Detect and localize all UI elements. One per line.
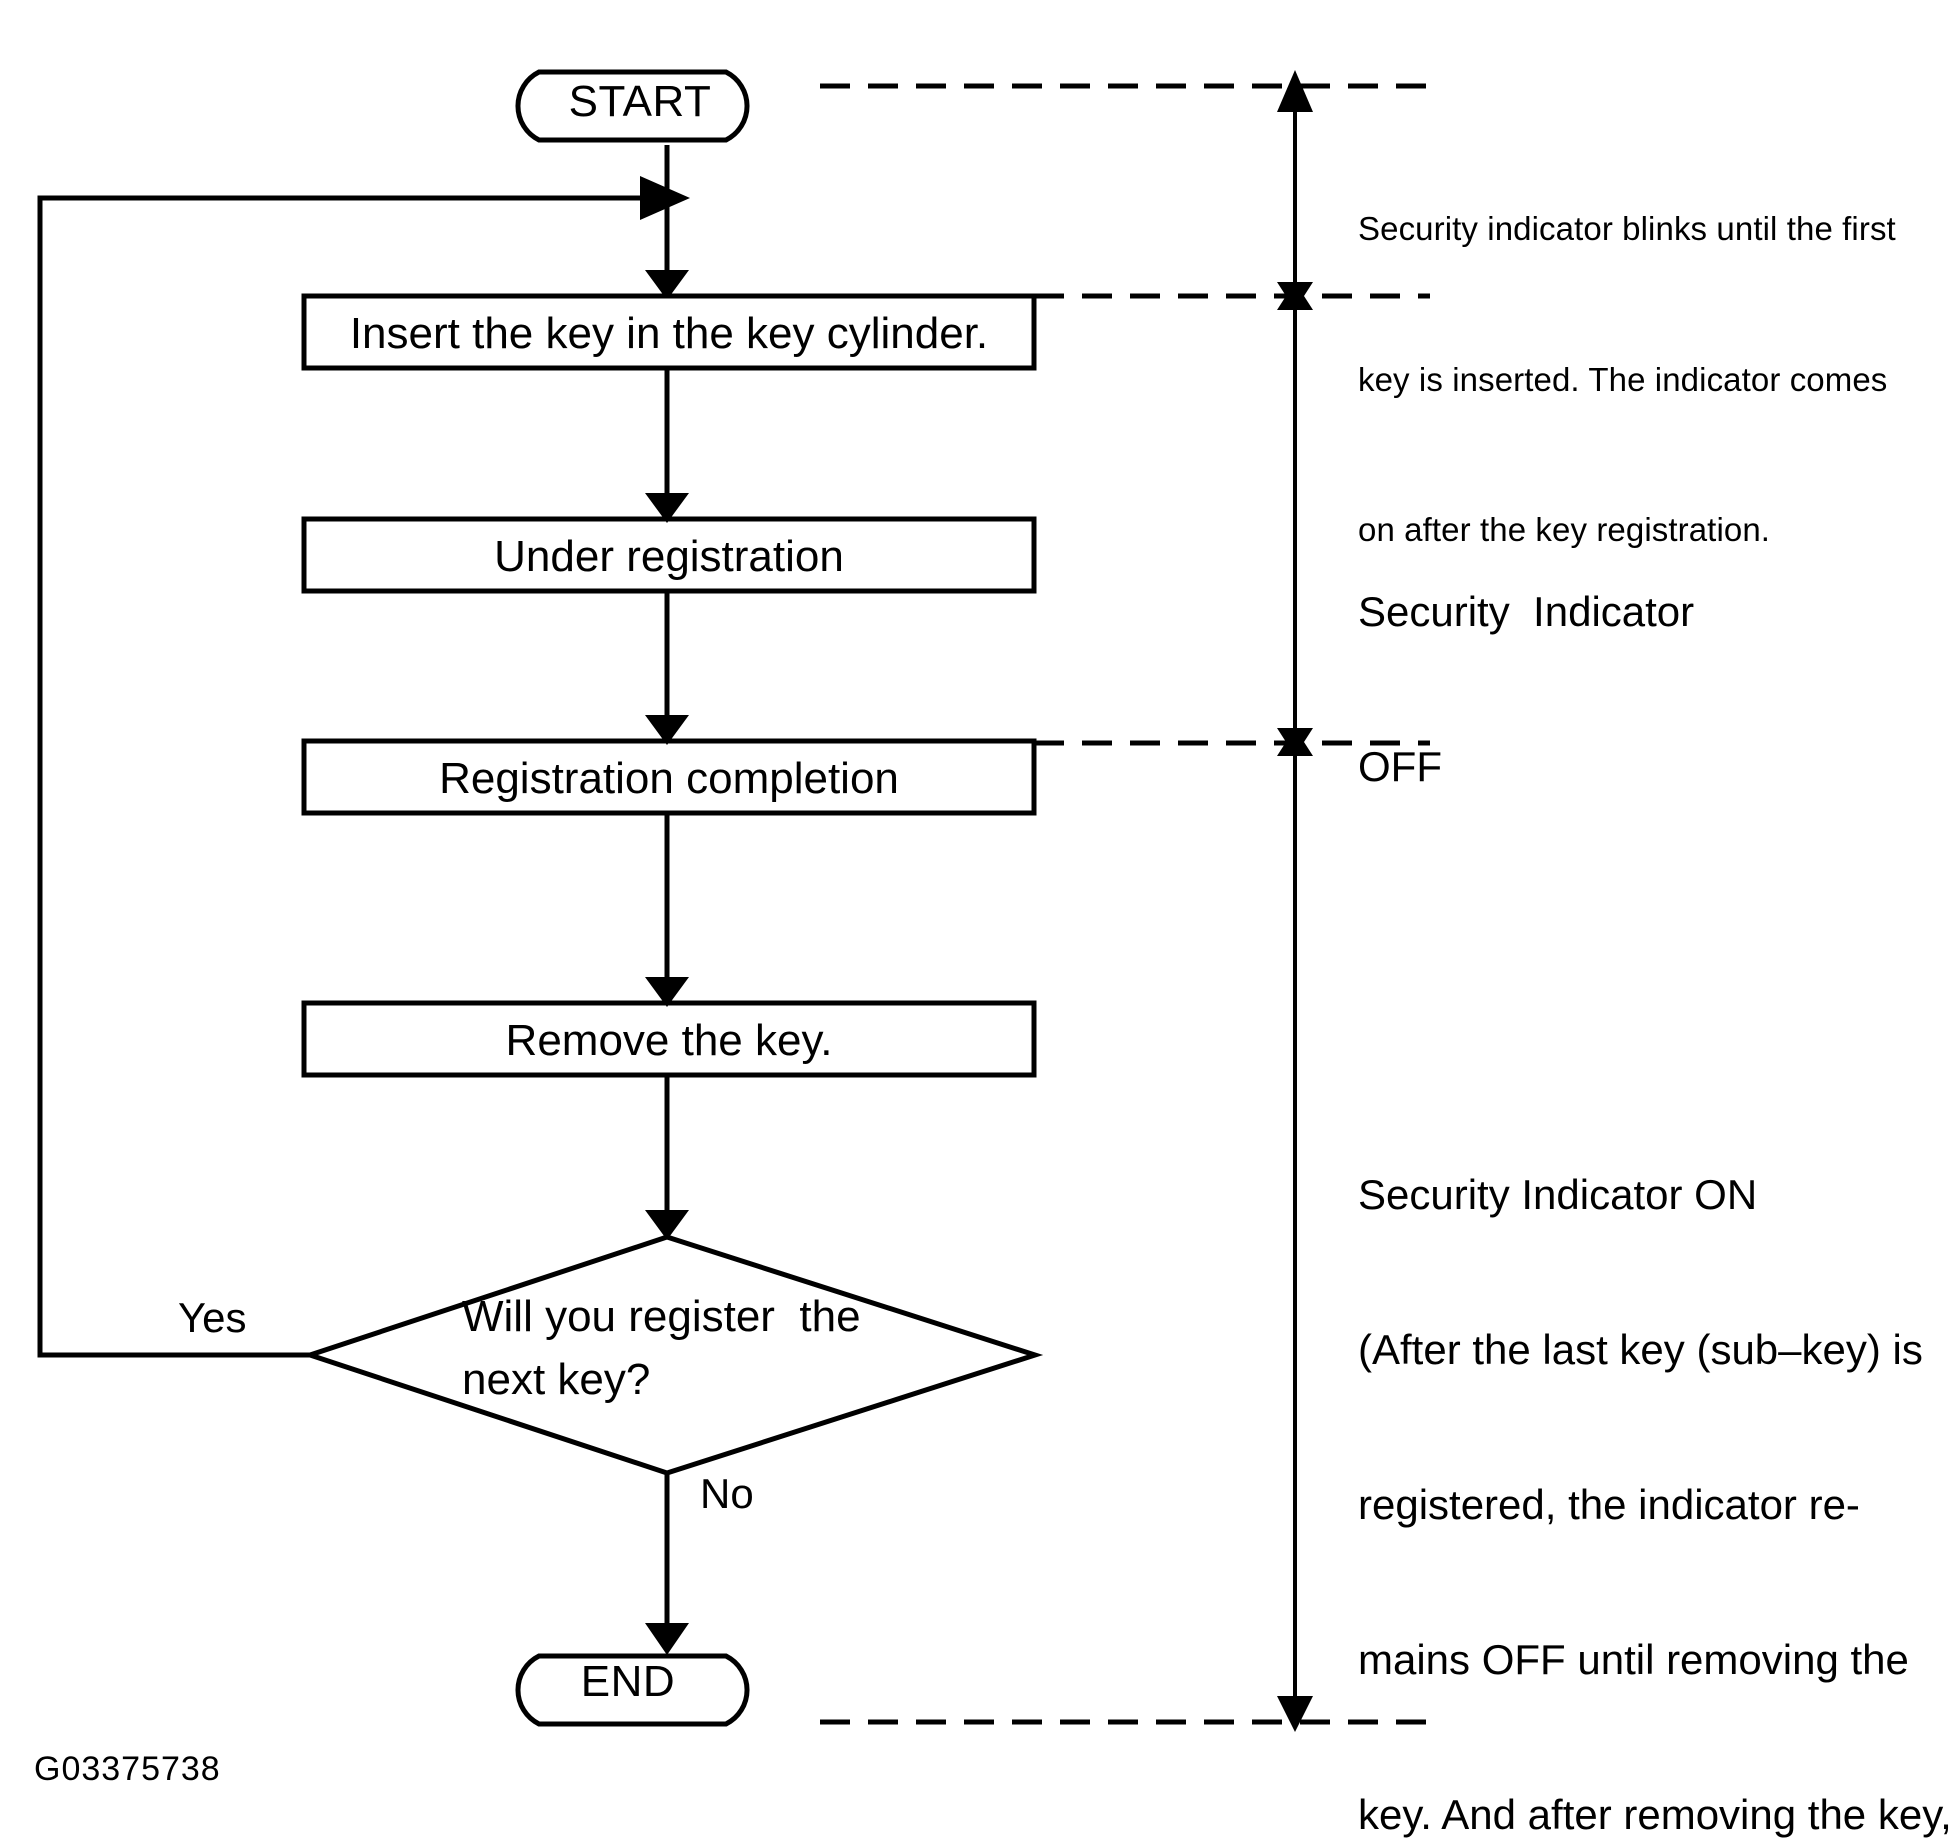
branch-label-no: No xyxy=(700,1470,754,1517)
node-complete-shape xyxy=(301,738,1037,816)
node-decision-shape xyxy=(302,1234,1044,1476)
node-end-label: END xyxy=(580,1657,676,1706)
node-under-label: Under registration xyxy=(494,532,844,581)
annotation-blink-note-line2: key is inserted. The indicator comes xyxy=(1358,360,1888,398)
node-start-shape xyxy=(515,69,750,143)
node-decision-label-line2: next key? xyxy=(462,1355,651,1404)
node-remove-label: Remove the key. xyxy=(505,1016,833,1065)
annotation-indicator-on: Security Indicator ON (After the last ke… xyxy=(1358,1066,1952,1843)
annotation-indicator-off-line1: Security Indicator xyxy=(1358,588,1695,636)
edge-complete-to-remove xyxy=(645,813,689,1007)
edge-start-to-insert xyxy=(645,145,689,300)
node-insert-shape xyxy=(301,293,1037,371)
annotation-indicator-off-line2: OFF xyxy=(1358,743,1442,791)
node-complete-label: Registration completion xyxy=(439,754,899,803)
annotation-blink-note-line1: Security indicator blinks until the firs… xyxy=(1358,210,1896,248)
annotation-indicator-off: Security Indicator OFF xyxy=(1358,483,1918,896)
edge-no-to-end xyxy=(645,1473,689,1655)
node-under-shape xyxy=(301,516,1037,594)
annotation-blink-note-line3: on after the key registration. xyxy=(1358,511,1771,549)
node-end-shape xyxy=(515,1653,750,1727)
reference-code: G03375738 xyxy=(34,1750,221,1788)
dimension-arrow-indicator-on xyxy=(1277,750,1313,1732)
annotation-indicator-on-line1: Security Indicator ON xyxy=(1358,1171,1758,1219)
edge-insert-to-under xyxy=(645,368,689,523)
node-start-label: START xyxy=(568,77,712,126)
node-decision-label-line1: Will you register the xyxy=(462,1292,861,1341)
annotation-indicator-on-line4: mains OFF until removing the xyxy=(1358,1636,1909,1684)
annotation-indicator-on-line3: registered, the indicator re- xyxy=(1358,1481,1860,1529)
annotation-indicator-on-line2: (After the last key (sub–key) is xyxy=(1358,1326,1923,1374)
dimension-arrow-indicator-off xyxy=(1277,70,1313,756)
branch-label-yes: Yes xyxy=(178,1294,247,1341)
edge-remove-to-decision xyxy=(645,1075,689,1240)
node-insert-label: Insert the key in the key cylinder. xyxy=(349,309,989,358)
annotation-indicator-on-line5: key. And after removing the key, xyxy=(1358,1791,1952,1839)
annotation-blink-note: Security indicator blinks until the firs… xyxy=(1358,104,1938,656)
node-remove-shape xyxy=(301,1000,1037,1078)
edge-under-to-complete xyxy=(645,591,689,745)
